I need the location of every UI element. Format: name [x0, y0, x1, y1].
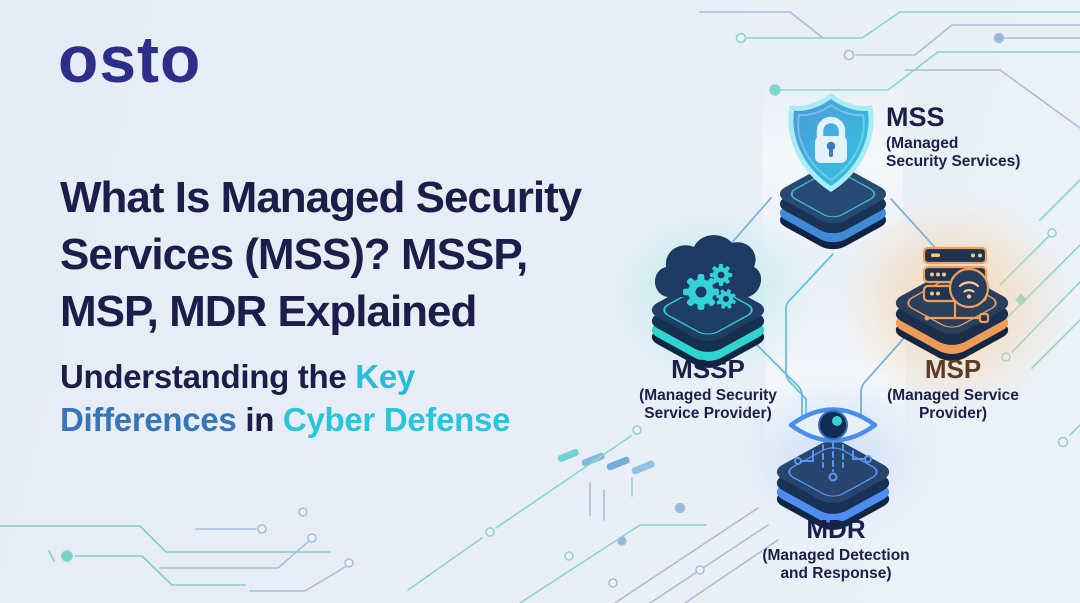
mssp-abbr: MSSP [671, 354, 745, 384]
subtitle-line-1: Understanding the Key [60, 358, 415, 395]
osto-logo: osto [58, 22, 202, 96]
subtitle-accent-key: Key [355, 358, 415, 395]
title-line-2: Services (MSS)? MSSP, [60, 229, 528, 279]
mss-fullname: (Managed Security Services) [886, 135, 1021, 171]
mdr-label: MDR (Managed Detection and Response) [726, 514, 946, 584]
page-subtitle: Understanding the Key Differences in Cyb… [60, 356, 680, 442]
subtitle-accent-cyber-defense: Cyber Defense [282, 400, 511, 438]
mdr-abbr: MDR [806, 514, 866, 544]
page-title: What Is Managed Security Services (MSS)?… [60, 170, 740, 340]
title-line-3: MSP, MDR Explained [60, 286, 477, 336]
mssp-label: MSSP (Managed Security Service Provider) [608, 354, 808, 424]
slanted-bars [557, 449, 655, 475]
gear-icon [683, 274, 719, 310]
subtitle-accent-differences: Differences [60, 400, 237, 438]
msp-label: MSP (Managed Service Provider) [853, 354, 1053, 424]
msp-abbr: MSP [924, 354, 982, 384]
subtitle-line-2: Differences in Cyber Defense [60, 400, 511, 438]
mdr-fullname: (Managed Detection and Response) [762, 547, 910, 583]
wifi-icon [948, 267, 990, 309]
mssp-fullname: (Managed Security Service Provider) [639, 387, 777, 423]
mss-label: MSS (Managed Security Services) [886, 102, 1020, 172]
title-line-1: What Is Managed Security [60, 173, 582, 222]
mss-abbr: MSS [886, 102, 945, 132]
gear-icon [709, 263, 733, 287]
shield-lock-icon [788, 92, 874, 192]
msp-fullname: (Managed Service Provider) [887, 387, 1019, 423]
